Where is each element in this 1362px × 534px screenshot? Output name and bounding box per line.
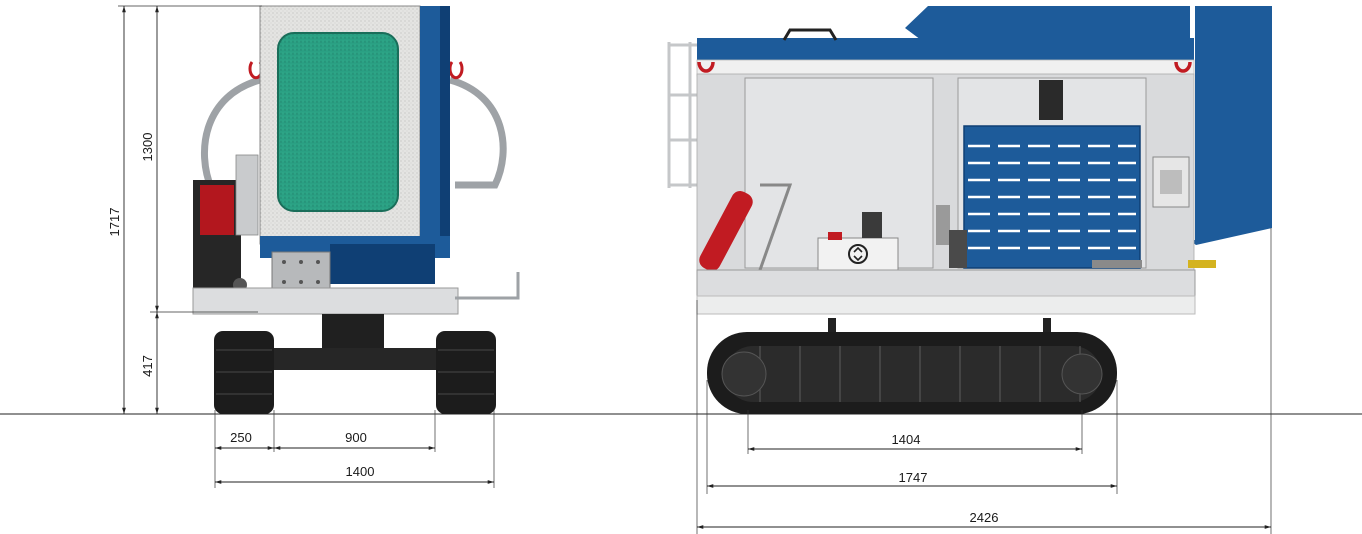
dim-ground-clearance: 417	[140, 355, 155, 377]
side-view	[667, 6, 1272, 414]
dim-track-contact-length: 1404	[892, 432, 921, 447]
dim-track-length: 1747	[899, 470, 928, 485]
dim-body-height: 1300	[140, 133, 155, 162]
dimension-lines	[118, 5, 1272, 534]
dim-track-gap: 900	[345, 430, 367, 445]
dim-total-height: 1717	[107, 208, 122, 237]
dim-overall-width: 1400	[346, 464, 375, 479]
dim-overall-length: 2426	[970, 510, 999, 525]
front-view	[192, 5, 520, 414]
dim-track-width: 250	[230, 430, 252, 445]
